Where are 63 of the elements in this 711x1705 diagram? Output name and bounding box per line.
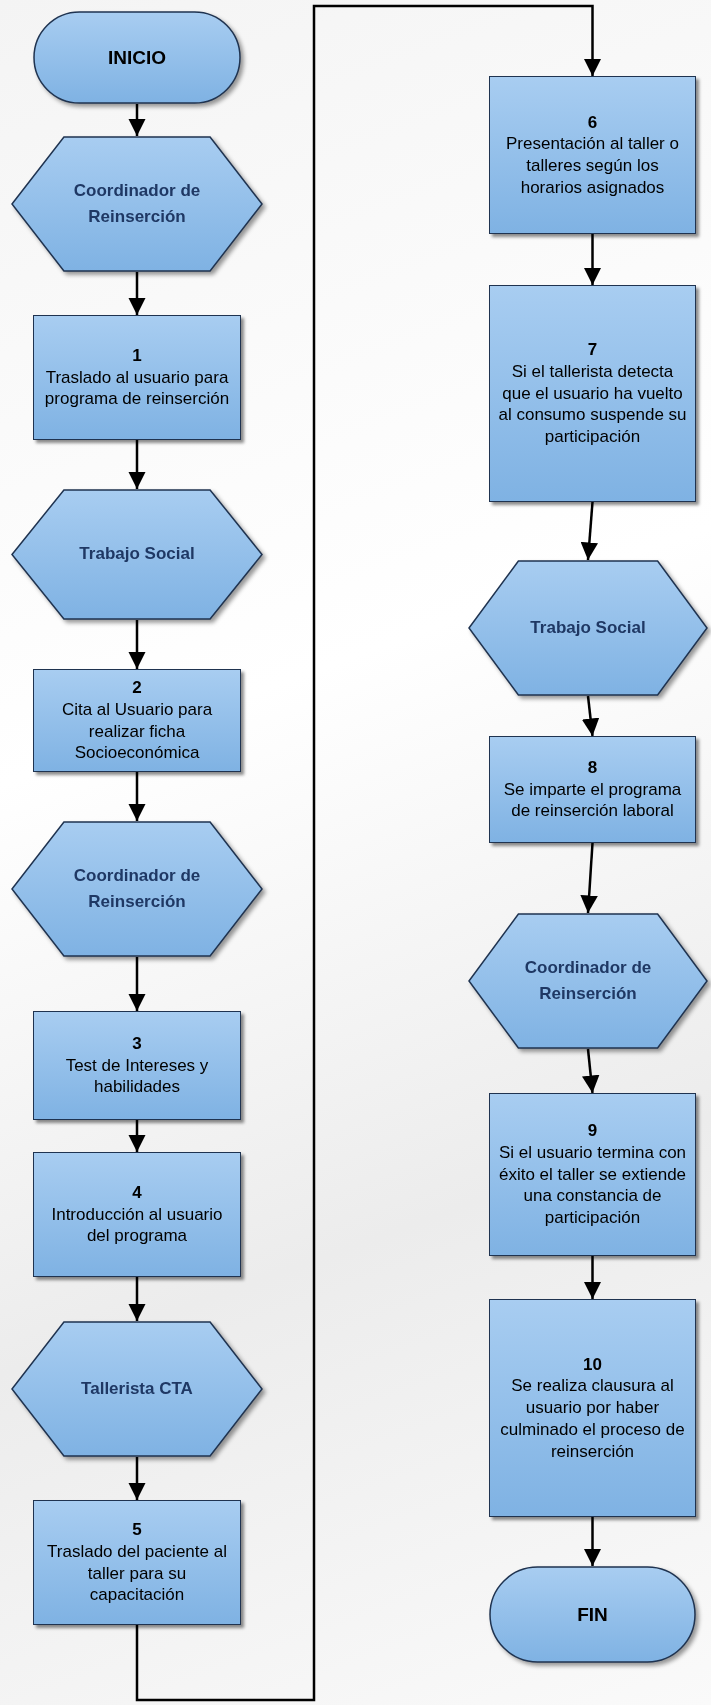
arrow [580, 842, 598, 914]
step-text: Traslado al usuario para programa de reinserción [43, 366, 231, 411]
role-label: Coordinador de Reinserción [523, 956, 653, 1005]
step-number: 9 [587, 1120, 598, 1142]
process-box [489, 285, 696, 502]
arrow [128, 440, 146, 489]
arrow [135, 4, 602, 1702]
process-box [33, 1011, 241, 1120]
step-text: Cita al Usuario para realizar ficha Socioeconómica [60, 698, 214, 764]
role-hexagon [11, 136, 263, 272]
role-hexagon [11, 489, 263, 620]
arrow [128, 620, 146, 669]
process-box [33, 1152, 241, 1277]
step-text: Si el tallerista detecta que el usuario ha vuelto al consumo suspende su participación [497, 360, 688, 448]
step-number: 10 [583, 1353, 602, 1376]
arrow [128, 104, 146, 136]
role-hexagon [11, 821, 263, 957]
step-number: 4 [132, 1181, 142, 1204]
role-hexagon [468, 560, 708, 696]
process-box [489, 1299, 696, 1517]
step-number: 5 [132, 1519, 142, 1541]
terminal-label: FIN [577, 1603, 608, 1626]
process-box [489, 736, 696, 843]
arrow [583, 1517, 602, 1566]
arrow [128, 772, 146, 821]
arrow [583, 1256, 602, 1299]
arrow [583, 234, 602, 285]
step-text: Test de Intereses y habilidades [64, 1054, 210, 1099]
step-number: 7 [587, 339, 598, 361]
step-number: 1 [132, 344, 142, 367]
arrow [582, 1048, 600, 1094]
terminal-pill [33, 11, 241, 104]
step-text: Se realiza clausura al usuario por haber culminado el proceso de reinserción [499, 1375, 686, 1463]
process-box [33, 1500, 241, 1625]
arrow [581, 695, 600, 737]
process-box [33, 669, 241, 772]
process-box [33, 315, 241, 440]
role-hexagon [468, 913, 708, 1049]
step-number: 2 [132, 677, 142, 699]
arrow [580, 501, 599, 561]
role-label: Trabajo Social [530, 616, 646, 639]
step-number: 3 [132, 1032, 142, 1055]
step-text: Si el usuario termina con éxito el taller se extiende una constancia de participación [497, 1141, 688, 1229]
step-number: 8 [587, 756, 598, 779]
role-label: Trabajo Social [79, 543, 195, 566]
step-text: Introducción al usuario del programa [50, 1203, 224, 1248]
process-box [489, 76, 696, 234]
arrow [128, 1457, 146, 1500]
arrow [128, 957, 146, 1011]
step-text: Presentación al taller o talleres según los horarios asignados [505, 133, 680, 199]
step-text: Se imparte el programa de reinserción laboral [502, 778, 683, 823]
role-label: Tallerista CTA [81, 1377, 193, 1400]
step-text: Traslado del paciente al taller para su capacitación [46, 1540, 228, 1606]
role-hexagon [11, 1321, 263, 1457]
step-number: 6 [587, 111, 598, 134]
terminal-pill [489, 1566, 696, 1663]
arrow [128, 272, 146, 315]
arrow [128, 1120, 146, 1152]
terminal-label: INICIO [107, 46, 167, 69]
process-box [489, 1093, 696, 1256]
role-label: Coordinador de Reinserción [72, 864, 202, 913]
role-label: Coordinador de Reinserción [72, 179, 202, 228]
arrow [128, 1277, 146, 1321]
